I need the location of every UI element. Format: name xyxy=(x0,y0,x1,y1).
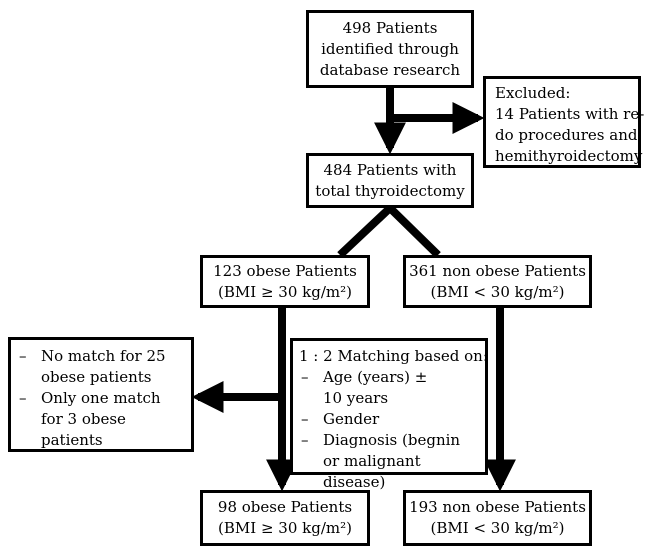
box-line: 193 non obese Patients xyxy=(409,498,586,516)
list-item: Diagnosis (begnin or malignant disease) xyxy=(293,430,479,493)
matching-criteria-box: 1 : 2 Matching based on: Age (years) ± 1… xyxy=(290,338,488,491)
split-line-right xyxy=(387,205,441,258)
box-line: identified through xyxy=(321,39,459,58)
box-line: database research xyxy=(319,60,461,79)
unmatched-list: No match for 25 obese patients Only one … xyxy=(11,346,185,451)
box-line: (BMI ≥ 30 kg/m²) xyxy=(218,282,352,301)
box-line: (BMI < 30 kg/m²) xyxy=(430,282,565,301)
box-line: total thyroidectomy xyxy=(315,181,465,200)
split-line-left xyxy=(337,205,393,258)
box-line: 98 obese Patients xyxy=(217,498,353,516)
list-item: No match for 25 obese patients xyxy=(11,346,185,388)
box-line: hemithyroidectomy xyxy=(495,147,643,165)
box-line: 484 Patients with xyxy=(323,160,457,179)
box-line: (BMI ≥ 30 kg/m²) xyxy=(218,519,352,537)
box-line: do procedures and xyxy=(495,126,638,144)
list-item: Only one match for 3 obese patients xyxy=(11,388,185,451)
list-item: Age (years) ± 10 years xyxy=(293,367,479,409)
obese-patients-box: 123 obese Patients (BMI ≥ 30 kg/m²) xyxy=(200,255,370,308)
box-line: (BMI < 30 kg/m²) xyxy=(430,519,565,537)
box-line: 14 Patients with re- xyxy=(495,105,645,123)
box-line: 498 Patients xyxy=(342,18,438,37)
excluded-box: Excluded: 14 Patients with re- do proced… xyxy=(483,76,645,168)
box-line: 361 non obese Patients xyxy=(409,261,586,280)
matching-heading: 1 : 2 Matching based on: xyxy=(299,347,488,365)
unmatched-box: No match for 25 obese patients Only one … xyxy=(8,337,194,452)
list-item: Gender xyxy=(293,409,479,430)
obese-final-box: 98 obese Patients (BMI ≥ 30 kg/m²) xyxy=(200,490,370,546)
total-thyroidectomy-box: 484 Patients with total thyroidectomy xyxy=(306,153,474,208)
non-obese-final-box: 193 non obese Patients (BMI < 30 kg/m²) xyxy=(403,490,592,546)
excluded-heading: Excluded: xyxy=(495,84,571,102)
non-obese-patients-box: 361 non obese Patients (BMI < 30 kg/m²) xyxy=(403,255,592,308)
box-line: 123 obese Patients xyxy=(213,261,357,280)
matching-list: Age (years) ± 10 years Gender Diagnosis … xyxy=(293,367,479,493)
identified-patients-box: 498 Patients identified through database… xyxy=(306,10,474,88)
